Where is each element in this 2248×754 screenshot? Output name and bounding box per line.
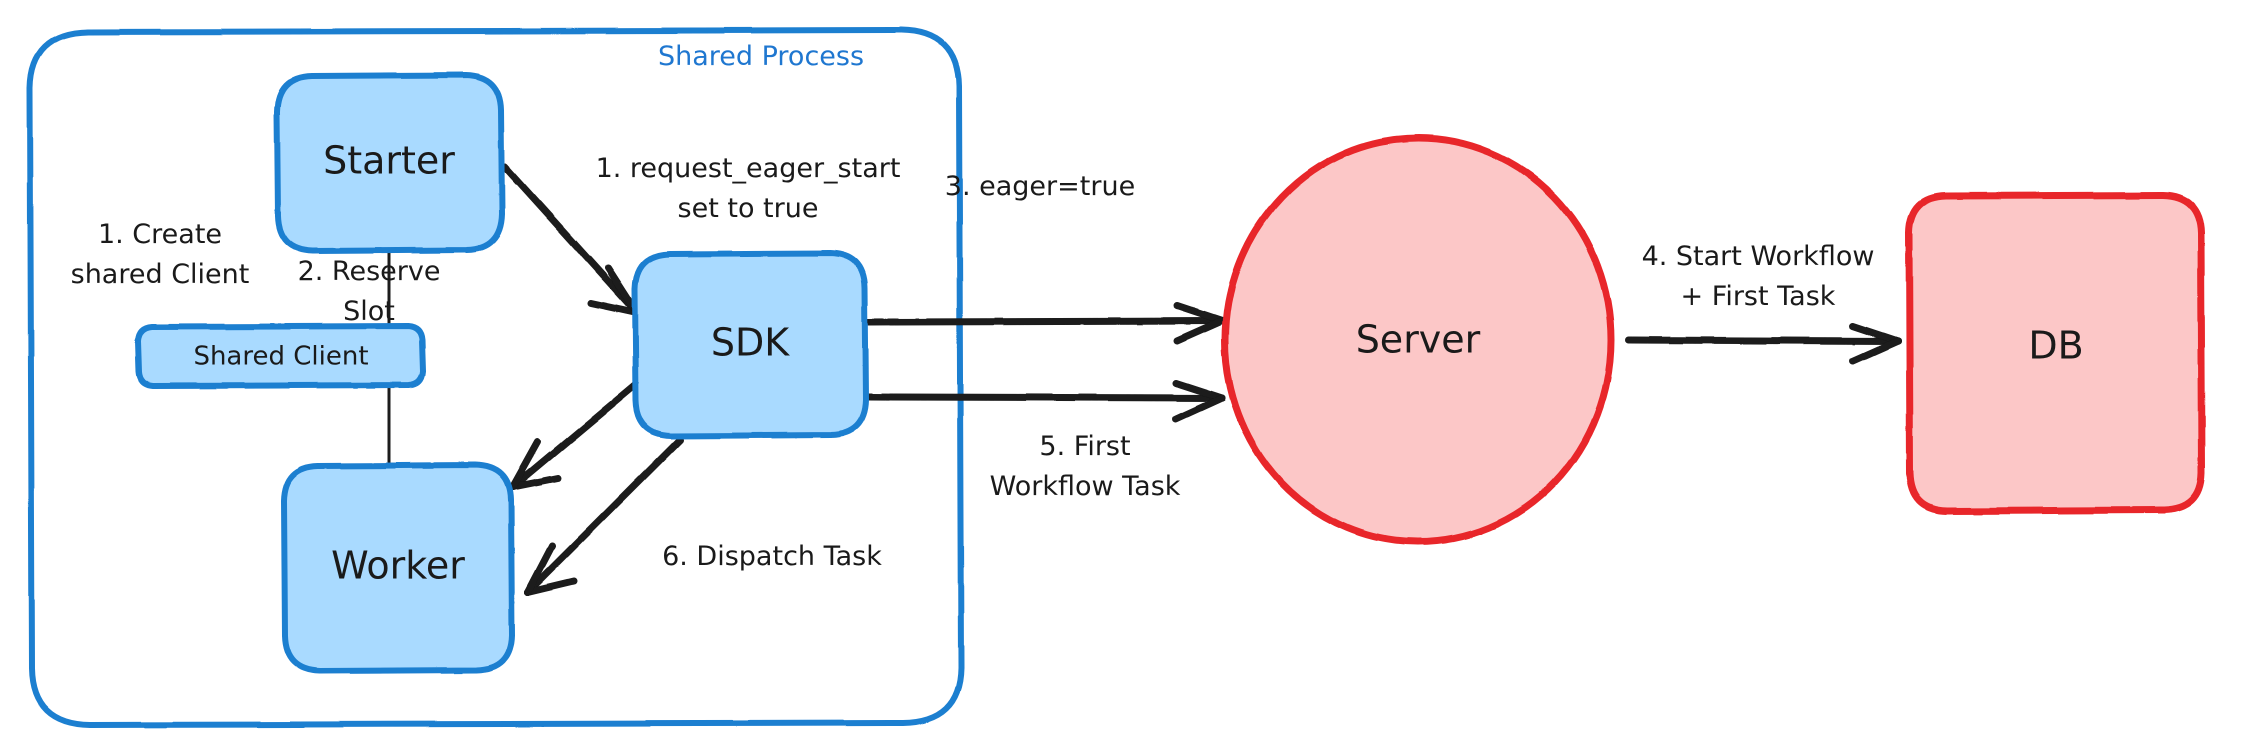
edge-create-shared-client <box>385 247 393 471</box>
node-sdk-shape <box>632 250 869 439</box>
node-server-shape <box>1221 134 1615 546</box>
shared-process-border <box>27 27 964 728</box>
node-starter-shape <box>274 72 505 254</box>
node-shared-client[interactable] <box>135 323 426 389</box>
edge-first-workflow-task <box>864 379 1226 423</box>
node-sdk[interactable] <box>632 250 869 439</box>
edge-label-eager-true-line1: 3. eager=true <box>945 171 1135 202</box>
node-worker-shape <box>281 462 515 674</box>
node-worker-label: Worker <box>331 544 465 588</box>
node-worker[interactable] <box>281 462 515 674</box>
node-server-label: Server <box>1356 318 1481 362</box>
node-shared-client-shape <box>135 323 426 389</box>
edge-label-start-workflow-line2: + First Task <box>1681 281 1836 312</box>
node-starter-label: Starter <box>323 139 455 183</box>
edge-label-create-shared-client-line2: shared Client <box>71 259 250 290</box>
node-shared-client-label: Shared Client <box>193 342 368 372</box>
shared-process-label: Shared Process <box>658 41 864 72</box>
node-db-label: DB <box>2028 324 2083 368</box>
edge-label-first-workflow-task-line2: Workflow Task <box>990 471 1181 502</box>
edge-label-request-eager-start-line2: set to true <box>678 193 819 224</box>
edge-label-start-workflow-line1: 4. Start Workflow <box>1642 241 1875 272</box>
edge-start-workflow <box>1624 322 1902 365</box>
edge-eager-true <box>864 302 1226 345</box>
node-starter[interactable] <box>274 72 505 254</box>
edge-reserve-slot <box>509 376 645 491</box>
shared-process-group <box>27 27 964 728</box>
node-server[interactable] <box>1221 134 1615 546</box>
edge-label-dispatch-task-line1: 6. Dispatch Task <box>662 541 882 572</box>
node-db[interactable] <box>1905 191 2206 515</box>
edge-label-request-eager-start-line1: 1. request_eager_start <box>596 153 901 184</box>
edge-label-reserve-slot-line1: 2. Reserve <box>298 256 441 287</box>
edge-label-reserve-slot-line2: Slot <box>343 296 395 327</box>
node-db-shape <box>1905 191 2206 515</box>
edge-label-create-shared-client-line1: 1. Create <box>98 219 222 250</box>
edge-label-first-workflow-task-line1: 5. First <box>1039 431 1130 462</box>
edge-dispatch-task <box>524 436 684 596</box>
node-sdk-label: SDK <box>711 321 790 365</box>
